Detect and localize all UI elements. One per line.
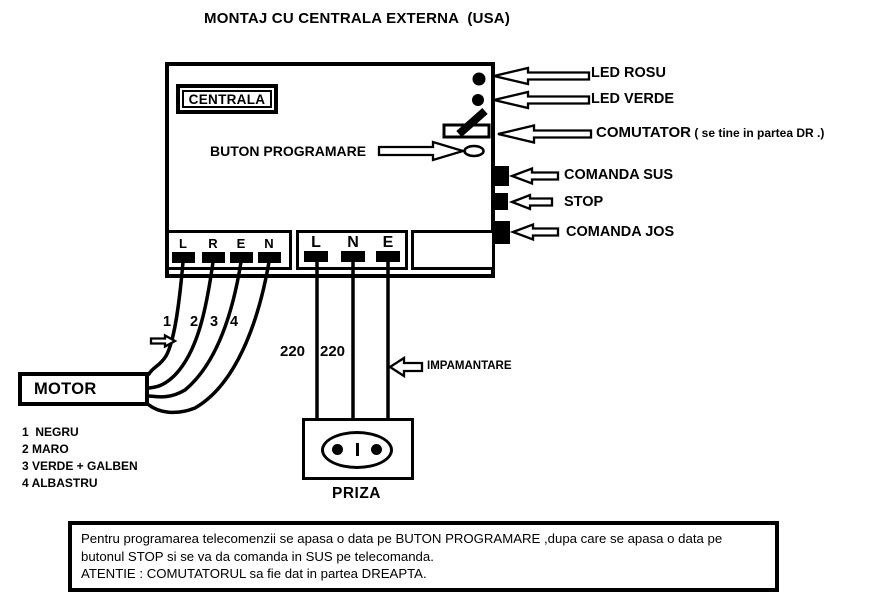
terminal-label-n: N: [347, 234, 359, 251]
motor-label: MOTOR: [34, 379, 97, 398]
terminal-pad: [341, 251, 365, 262]
comanda-jos-arrow: [509, 222, 560, 242]
priza-label: PRIZA: [332, 485, 381, 502]
diagram-title: MONTAJ CU CENTRALA EXTERNA (USA): [204, 10, 511, 27]
impamantare-label: IMPAMANTARE: [427, 360, 512, 372]
terminal-pad: [258, 252, 281, 263]
terminal-pad: [304, 251, 328, 262]
terminal-block-mains: L N E: [296, 230, 408, 270]
terminal-label-n: N: [264, 236, 274, 251]
socket-face: [321, 431, 393, 469]
buton-programare-label: BUTON PROGRAMARE: [210, 143, 367, 159]
wire-number-3: 3: [210, 314, 219, 330]
note-line-3: ATENTIE : COMUTATORUL sa fie dat in part…: [81, 566, 427, 581]
legend-item-3: 3 VERDE + GALBEN: [22, 459, 138, 473]
terminal-label-l: L: [179, 236, 187, 251]
socket-hole-left: [332, 444, 343, 455]
led-rosu-label: LED ROSU: [591, 65, 666, 81]
led-verde-label: LED VERDE: [591, 91, 674, 107]
terminal-label-l: L: [311, 234, 321, 251]
terminal-pad: [202, 252, 225, 263]
terminal-label-e: E: [382, 234, 394, 251]
terminal-block-empty: [411, 230, 495, 270]
wire-2-maro: [147, 260, 215, 390]
comutator-arrow: [497, 124, 593, 144]
motor-wires: [147, 260, 271, 415]
note-line-2: butonul STOP si se va da comanda in SUS …: [81, 548, 434, 564]
terminal-pad: [376, 251, 400, 262]
comutator-label-note: ( se tine in partea DR .): [691, 126, 825, 140]
wire-number-2: 2: [190, 314, 199, 330]
terminal-label-r: R: [208, 236, 218, 251]
comanda-jos-button: [494, 221, 510, 244]
wire-number-4: 4: [230, 314, 239, 330]
voltage-label-right: 220: [320, 343, 346, 360]
wire-number-1: 1: [163, 314, 172, 330]
voltage-label-left: 220: [280, 343, 306, 360]
legend-item-2: 2 MARO: [22, 442, 69, 456]
centrala-label-box: CENTRALA: [176, 84, 278, 114]
stop-button: [494, 193, 508, 210]
legend-item-1: 1 NEGRU: [22, 425, 79, 439]
comutator-label-main: COMUTATOR: [596, 124, 691, 141]
stop-arrow: [508, 193, 554, 211]
led-verde-arrow: [493, 90, 591, 110]
terminal-label-e: E: [236, 236, 246, 251]
comutator-label: COMUTATOR ( se tine in partea DR .): [596, 124, 824, 141]
impamantare-arrow: [387, 355, 424, 379]
priza-wires: [315, 261, 390, 420]
terminal-pad: [230, 252, 253, 263]
comanda-sus-arrow: [508, 166, 560, 186]
stop-label: STOP: [564, 194, 604, 210]
comanda-sus-label: COMANDA SUS: [564, 167, 674, 183]
note-line-1: Pentru programarea telecomenzii se apasa…: [81, 531, 723, 546]
comanda-jos-label: COMANDA JOS: [566, 224, 675, 240]
socket-hole-right: [371, 444, 382, 455]
terminal-pad: [172, 252, 195, 263]
centrala-label: CENTRALA: [182, 90, 272, 108]
led-rosu-arrow: [493, 66, 591, 86]
programming-note-box: Pentru programarea telecomenzii se apasa…: [68, 521, 779, 592]
wire-4-albastru: [147, 260, 271, 415]
socket-center-pin: [356, 443, 359, 456]
comanda-sus-button: [493, 166, 509, 186]
wire-color-legend: 1 NEGRU 2 MARO 3 VERDE + GALBEN 4 ALBAST…: [22, 424, 138, 492]
legend-item-4: 4 ALBASTRU: [22, 476, 98, 490]
motor-box: MOTOR: [18, 372, 149, 406]
terminal-block-motor: L R E N: [166, 230, 292, 270]
wire-bundle-arrow: [149, 333, 178, 349]
priza-box: [302, 418, 414, 480]
